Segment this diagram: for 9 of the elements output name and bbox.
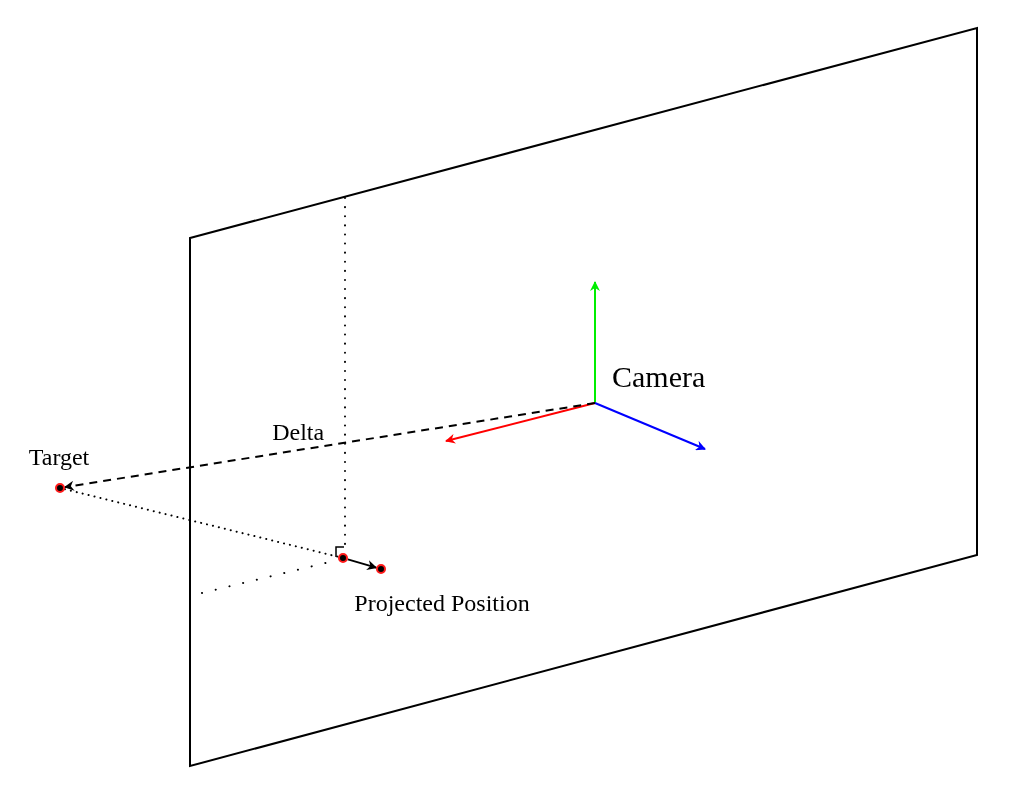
point-marker bbox=[338, 553, 348, 563]
dashed-arrow bbox=[63, 402, 596, 491]
point-label: Target bbox=[28, 445, 90, 469]
point-marker bbox=[55, 483, 65, 493]
arrow bbox=[346, 558, 378, 570]
camera-label: Camera bbox=[595, 362, 725, 403]
point-label: Projected Position bbox=[354, 591, 530, 615]
point-marker bbox=[376, 564, 386, 574]
dotted-line bbox=[63, 488, 340, 558]
